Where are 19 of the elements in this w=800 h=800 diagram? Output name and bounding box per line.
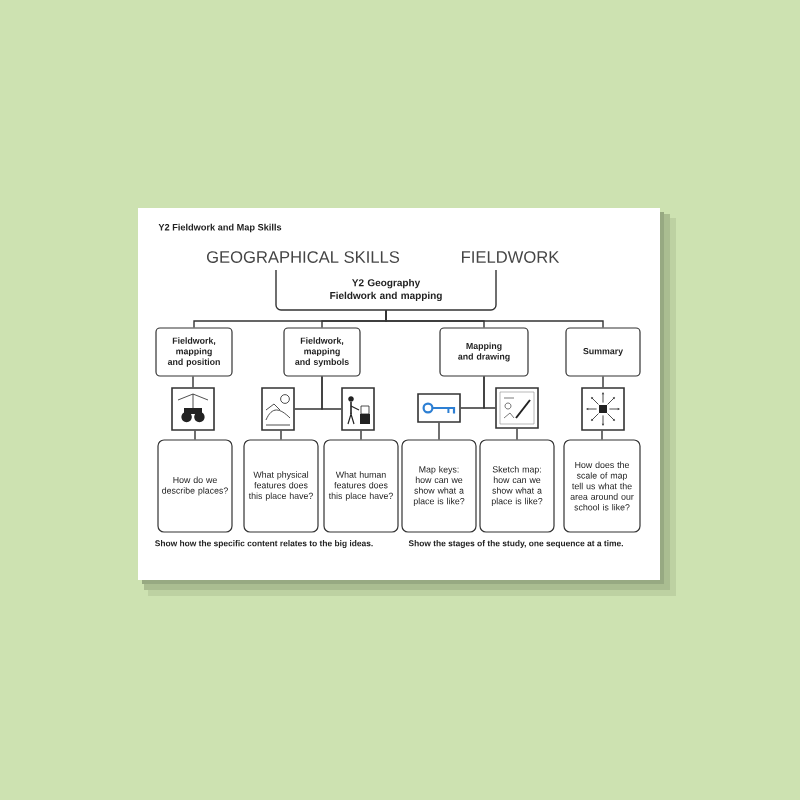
connector-line xyxy=(601,430,603,441)
landscape-icon xyxy=(261,387,295,431)
connector-line xyxy=(483,375,496,409)
connector-line xyxy=(602,375,604,388)
connector-line xyxy=(194,430,196,441)
connector-line xyxy=(385,309,604,329)
connector-line xyxy=(321,375,342,410)
connector-line xyxy=(192,375,194,388)
connector-line xyxy=(360,430,362,441)
key-icon xyxy=(417,393,461,423)
network-icon xyxy=(581,387,625,431)
connector-line xyxy=(438,422,440,441)
worker-icon xyxy=(341,387,375,431)
connector-line xyxy=(280,430,282,441)
heading-text: FIELDWORK xyxy=(462,251,560,263)
heading-text: GEOGRAPHICAL SKILLS xyxy=(207,251,400,263)
binoculars-icon xyxy=(171,387,215,431)
connector-line xyxy=(516,428,518,441)
sketch-icon xyxy=(495,387,539,429)
